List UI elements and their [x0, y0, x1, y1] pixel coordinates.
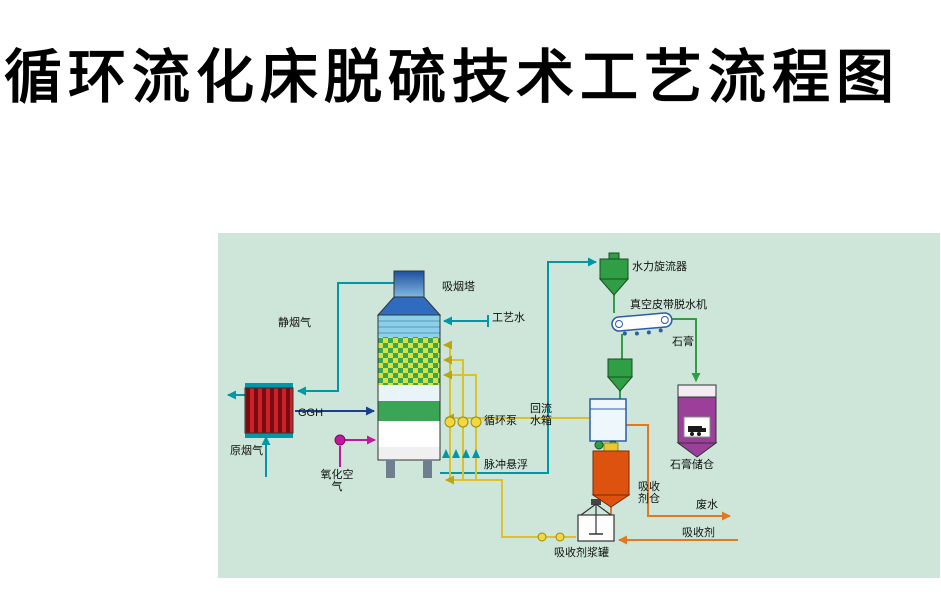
- label-gypsum-silo: 石膏储仓: [670, 459, 714, 471]
- hydrocyclone-graphic: [598, 252, 630, 296]
- wastewater-absorbent-pipes: [610, 424, 738, 545]
- label-ggh: GGH: [298, 407, 324, 419]
- vacuum-belt-dewaterer-graphic: [611, 312, 673, 336]
- label-reflux-water-tank: 回流水箱: [530, 403, 552, 427]
- gypsum-pipes: [613, 295, 701, 399]
- page-title: 循环流化床脱硫技术工艺流程图: [4, 44, 901, 110]
- flow-diagram-svg: [227, 252, 738, 545]
- label-pulse-suspension: 脉冲悬浮: [484, 459, 528, 471]
- process-flow-diagram: 吸烟塔 工艺水 静烟气 GGH 原烟气 氧化空气 循环泵 脉冲悬浮 回流水箱 水…: [218, 233, 940, 578]
- circulation-pump-icon: [457, 416, 469, 428]
- filtrate-tank-graphic: [606, 358, 634, 392]
- reflux-water-tank-graphic: [589, 398, 627, 450]
- label-wastewater: 废水: [696, 499, 718, 511]
- circulation-pump-icon: [470, 416, 482, 428]
- pulse-suspension-nozzles: [442, 449, 480, 458]
- oxidation-air-pipe: [339, 435, 376, 467]
- circulation-pumps-graphic: [444, 416, 482, 428]
- label-hydrocyclone: 水力旋流器: [632, 261, 687, 273]
- label-absorbent-silo: 吸收剂仓: [638, 481, 660, 505]
- gypsum-silo-graphic: [676, 384, 718, 458]
- label-gypsum: 石膏: [672, 336, 694, 348]
- absorber-tower-graphic: [376, 270, 442, 478]
- absorbent-silo-graphic: [591, 442, 631, 508]
- label-vacuum-belt-dewaterer: 真空皮带脱水机: [630, 299, 707, 311]
- circulation-pump-icon: [444, 416, 456, 428]
- slurry-recirculation-pipes: [443, 340, 590, 538]
- label-clean-flue-gas: 静烟气: [278, 317, 311, 329]
- label-absorbent: 吸收剂: [682, 527, 715, 539]
- reflux-pump-icon: [594, 440, 604, 450]
- truck-icon: [688, 426, 706, 436]
- clean-gas-pipes: [227, 257, 597, 477]
- label-process-water: 工艺水: [492, 312, 525, 324]
- label-raw-flue-gas: 原烟气: [230, 445, 263, 457]
- label-absorbent-slurry-tank: 吸收剂浆罐: [554, 547, 609, 559]
- slurry-pump-icon: [555, 532, 565, 542]
- ggh-heat-exchanger-graphic: [244, 383, 294, 438]
- label-circulation-pump: 循环泵: [484, 415, 517, 427]
- label-absorber-tower: 吸烟塔: [442, 281, 475, 293]
- slurry-pump-icon: [537, 532, 547, 542]
- absorbent-slurry-tank-graphic: [537, 499, 615, 542]
- label-oxidation-air: 氧化空气: [320, 469, 354, 493]
- oxidation-air-blower-icon: [334, 434, 346, 446]
